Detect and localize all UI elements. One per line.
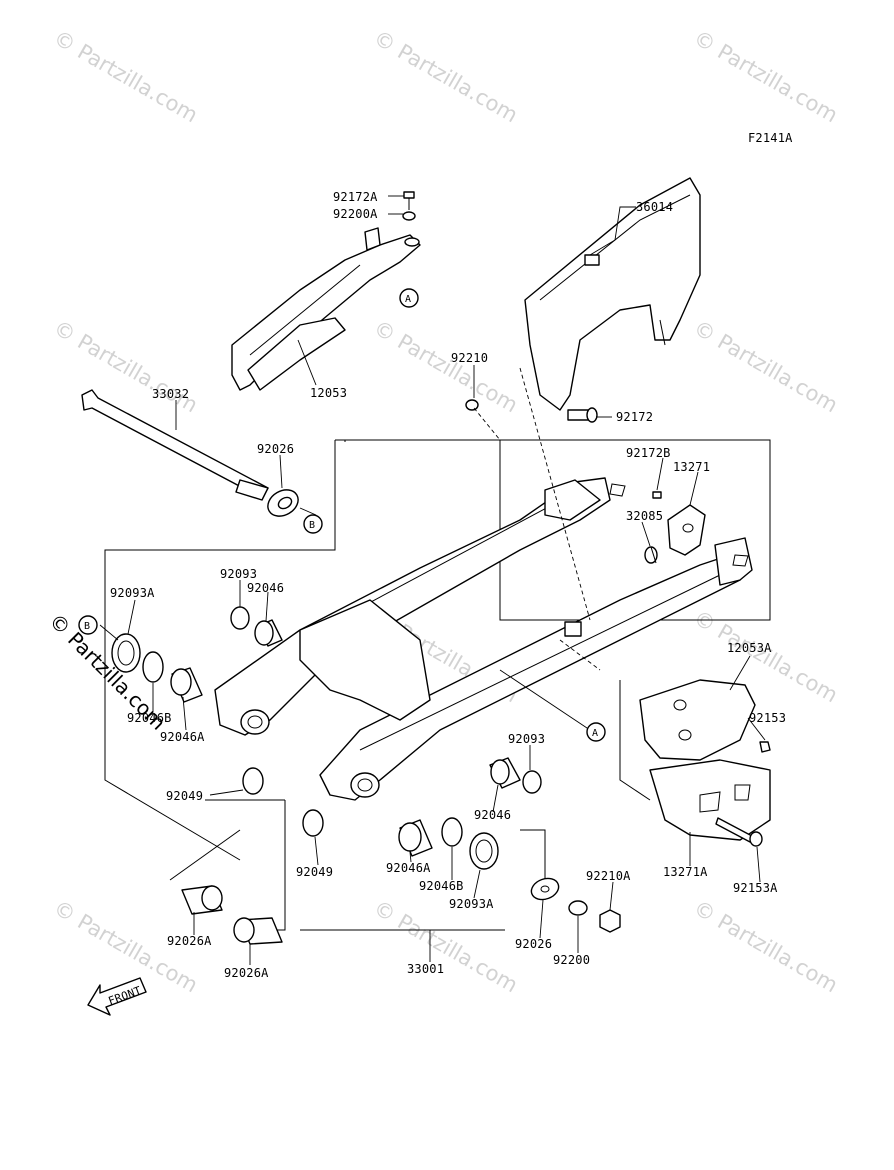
label-12053: 12053	[310, 386, 347, 400]
washer-92046B-left	[142, 651, 164, 683]
label-92093A-left: 92093A	[110, 586, 155, 600]
seal-92049-left	[242, 767, 264, 795]
label-33001: 33001	[407, 962, 444, 976]
collar-92026A-a	[181, 885, 223, 915]
callout-a-top: A	[399, 288, 419, 308]
callout-b-top: B	[303, 514, 323, 534]
collar-92026A-b	[233, 917, 283, 945]
bearing-92046-right	[489, 757, 521, 789]
collar-92026-top	[267, 489, 299, 517]
label-92049-left: 92049	[166, 789, 203, 803]
bolt-32085	[644, 546, 658, 564]
label-92200: 92200	[553, 953, 590, 967]
collar-92026-bottom	[530, 877, 560, 901]
label-92049-bottom: 92049	[296, 865, 333, 879]
bearing-92046A-left	[170, 667, 203, 703]
seal-92049-bottom	[302, 809, 324, 837]
svg-text:B: B	[84, 621, 90, 632]
nut-92210A	[599, 909, 621, 933]
leader-lines	[99, 195, 766, 965]
bearing-92046A-right	[398, 819, 433, 857]
adjuster-plate-13271	[667, 504, 706, 556]
watermark: © Partzilla.com	[50, 26, 202, 128]
watermark: © Partzilla.com	[690, 26, 842, 128]
label-92093-right: 92093	[508, 732, 545, 746]
label-92153A: 92153A	[733, 881, 778, 895]
label-12053A: 12053A	[727, 641, 772, 655]
label-92200A: 92200A	[333, 207, 378, 221]
seal-92093-right	[522, 770, 542, 794]
seal-92093A-right	[469, 832, 499, 870]
front-arrow-icon: FRONT	[87, 977, 147, 1016]
figure-code: F2141A	[748, 131, 793, 145]
label-36014: 36014	[636, 200, 673, 214]
washer-92200A	[402, 211, 416, 221]
assembly-frame	[104, 439, 771, 931]
washer-92046B-right	[441, 817, 463, 847]
label-92046A-right: 92046A	[386, 861, 431, 875]
chain-guide-12053A	[639, 679, 756, 761]
watermark: © Partzilla.com	[50, 316, 202, 418]
label-33032: 33032	[152, 387, 189, 401]
bearing-92046-left	[254, 619, 283, 647]
part-labels: 92172A 92200A 36014 12053 92210 92172 33…	[110, 190, 786, 980]
label-92093A-right: 92093A	[449, 897, 494, 911]
label-92026-bottom: 92026	[515, 937, 552, 951]
svg-text:A: A	[592, 728, 598, 739]
watermark: © Partzilla.com	[690, 316, 842, 418]
chain-slider-12053	[231, 227, 421, 391]
bolt-92172A	[403, 191, 415, 210]
label-92093-left: 92093	[220, 567, 257, 581]
label-92046A-left: 92046A	[160, 730, 205, 744]
bolt-92172	[567, 407, 598, 423]
svg-text:B: B	[309, 520, 315, 531]
label-92210A: 92210A	[586, 869, 631, 883]
watermark: © Partzilla.com	[690, 896, 842, 998]
watermark-layer: © Partzilla.com © Partzilla.com © Partzi…	[44, 26, 841, 998]
bolt-92153A	[715, 817, 763, 847]
guide-plate-13271A	[649, 759, 771, 841]
watermark: © Partzilla.com	[370, 896, 522, 998]
label-92046-left: 92046	[247, 581, 284, 595]
label-13271A: 13271A	[663, 865, 708, 879]
label-32085: 32085	[626, 509, 663, 523]
callout-a-mid: A	[586, 722, 606, 742]
watermark: © Partzilla.com	[370, 316, 522, 418]
label-92172A: 92172A	[333, 190, 378, 204]
svg-text:A: A	[405, 294, 411, 305]
watermark: © Partzilla.com	[370, 26, 522, 128]
label-92172B: 92172B	[626, 446, 671, 460]
label-92046B-right: 92046B	[419, 879, 464, 893]
washer-92200	[568, 900, 588, 916]
label-92026A-a: 92026A	[167, 934, 212, 948]
seal-92093A-left	[111, 633, 141, 673]
swingarm-33001	[214, 477, 753, 801]
label-92046-right: 92046	[474, 808, 511, 822]
pivot-shaft-33032	[81, 389, 269, 501]
label-13271: 13271	[673, 460, 710, 474]
label-92046B-left: 92046B	[127, 711, 172, 725]
label-92172: 92172	[616, 410, 653, 424]
label-92026A-b: 92026A	[224, 966, 269, 980]
label-92153: 92153	[749, 711, 786, 725]
bolt-92153	[759, 741, 771, 753]
callout-b-left: B	[78, 615, 98, 635]
seal-92093-left	[230, 606, 250, 630]
washer-92210	[465, 399, 479, 411]
bolt-92172B	[652, 491, 662, 499]
label-92210: 92210	[451, 351, 488, 365]
label-92026-top: 92026	[257, 442, 294, 456]
chain-guard-36014	[524, 177, 701, 411]
